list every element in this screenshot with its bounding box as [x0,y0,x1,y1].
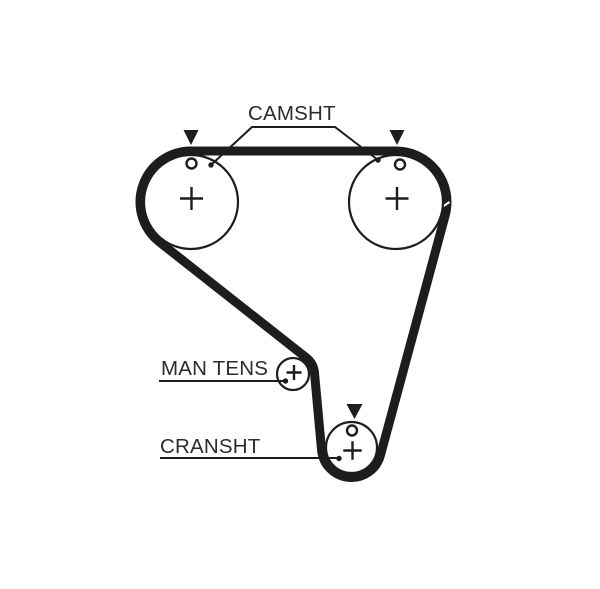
timing-hole-icon [345,424,359,437]
timing-arrow-icon [183,130,199,145]
leader-dot-icon [282,378,289,384]
timing-arrow-icon [389,130,405,145]
timing-arrow-icon [346,404,363,419]
leader-dot-icon [375,157,381,163]
timing-hole-icon [185,157,198,170]
center-cross-icon [343,441,362,460]
timing-belt [135,146,452,483]
camshaft-label: CAMSHT [248,102,336,125]
center-cross-icon [286,365,302,380]
timing-hole-icon [393,158,407,171]
center-cross-icon [385,187,409,210]
center-cross-icon [180,187,203,210]
leader-dot-icon [336,455,342,462]
camshaft-leader-line [210,126,379,166]
crankshaft-label: CRANSHT [160,435,261,458]
tensioner-label: MAN TENS [161,357,268,380]
leader-dot-icon [208,162,214,168]
